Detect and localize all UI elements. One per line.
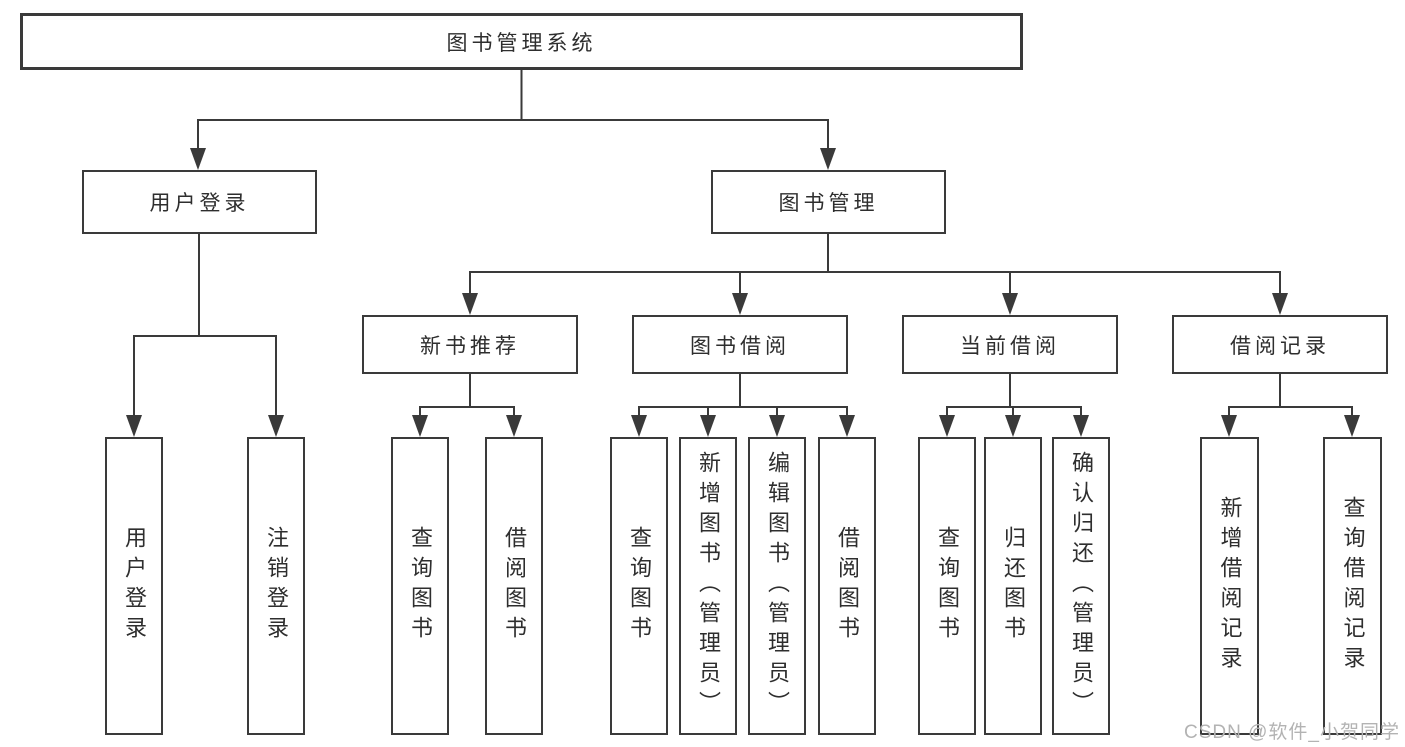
leaf-logout: 注销登录 [247, 437, 305, 735]
arrowhead [462, 293, 478, 315]
arrowhead [939, 415, 955, 437]
connector-bookmgmt-to-level3 [469, 234, 1281, 297]
arrowhead [1344, 415, 1360, 437]
arrowhead [412, 415, 428, 437]
arrowhead [268, 415, 284, 437]
arrowhead [769, 415, 785, 437]
arrowhead [732, 293, 748, 315]
node-borrow-record: 借阅记录 [1172, 315, 1388, 374]
arrowhead [700, 415, 716, 437]
leaf-recommend-query-book: 查询图书 [391, 437, 449, 735]
node-library-system: 图书管理系统 [20, 13, 1023, 70]
connector-newbookrec-to-leaves [419, 374, 515, 419]
csdn-watermark: CSDN @软件_小贺同学 [1184, 722, 1400, 743]
arrowhead [820, 148, 836, 170]
leaf-borrow-edit-book-admin: 编辑图书（管理员） [748, 437, 806, 735]
arrowhead [1005, 415, 1021, 437]
arrowhead [126, 415, 142, 437]
arrowhead [839, 415, 855, 437]
arrowhead [1221, 415, 1237, 437]
arrowhead [1272, 293, 1288, 315]
connector-currentborrow-to-leaves [946, 374, 1082, 419]
node-book-borrow: 图书借阅 [632, 315, 848, 374]
arrowheads [126, 148, 1360, 437]
leaf-record-add-record: 新增借阅记录 [1200, 437, 1259, 735]
leaf-borrow-borrow-book: 借阅图书 [818, 437, 876, 735]
node-current-borrow: 当前借阅 [902, 315, 1118, 374]
arrowhead [190, 148, 206, 170]
arrowhead [1002, 293, 1018, 315]
leaf-current-query-book: 查询图书 [918, 437, 976, 735]
connector-borrowrecord-to-leaves [1228, 374, 1353, 419]
leaf-current-confirm-return-admin: 确认归还（管理员） [1052, 437, 1110, 735]
leaf-current-return-book: 归还图书 [984, 437, 1042, 735]
leaf-borrow-query-book: 查询图书 [610, 437, 668, 735]
arrowhead [631, 415, 647, 437]
connector-root-to-level2 [197, 70, 829, 152]
arrowhead [506, 415, 522, 437]
connector-bookborrow-to-leaves [638, 374, 848, 419]
leaf-user-login: 用户登录 [105, 437, 163, 735]
connector-userlogin-to-leaves [133, 234, 277, 418]
node-new-book-recommend: 新书推荐 [362, 315, 578, 374]
leaf-recommend-borrow-book: 借阅图书 [485, 437, 543, 735]
leaf-borrow-add-book-admin: 新增图书（管理员） [679, 437, 737, 735]
node-book-management: 图书管理 [711, 170, 946, 234]
leaf-record-query-record: 查询借阅记录 [1323, 437, 1382, 735]
arrowhead [1073, 415, 1089, 437]
node-user-login: 用户登录 [82, 170, 317, 234]
